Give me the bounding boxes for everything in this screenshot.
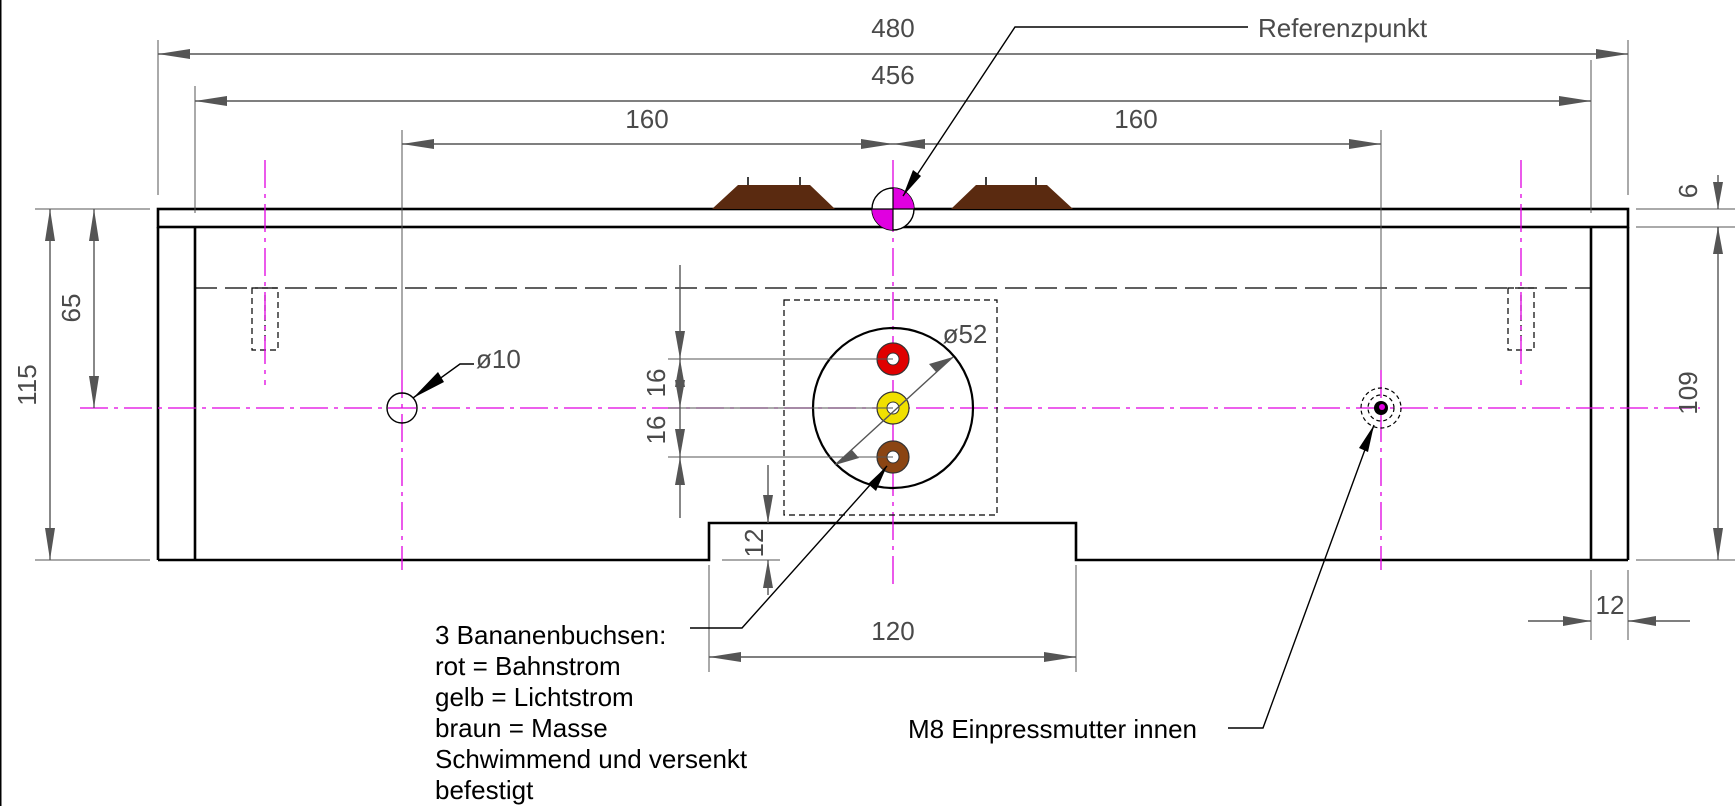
dim-115: 115	[12, 208, 150, 561]
dim-115-label: 115	[12, 364, 42, 405]
dim-109: 109	[1636, 227, 1735, 561]
dim-120-label: 120	[871, 616, 914, 646]
dim-12-notch-label: 12	[739, 529, 769, 558]
reference-point-marker	[871, 187, 915, 231]
dim-160-left-label: 160	[625, 104, 668, 134]
dim-12-wall-label: 12	[1596, 590, 1625, 620]
dim-52: ø52	[834, 319, 988, 466]
dim-456-label: 456	[871, 60, 914, 90]
sockets-note-line-3: gelb = Lichtstrom	[435, 682, 634, 712]
feet	[712, 177, 1073, 209]
dim-480-label: 480	[871, 13, 914, 43]
sockets-note-line-4: braun = Masse	[435, 713, 608, 743]
m8-nut-callout: M8 Einpressmutter innen	[908, 424, 1375, 744]
dim-160-right: 160	[893, 104, 1382, 370]
dim-10: ø10	[412, 344, 521, 399]
dim-6: 6	[1636, 175, 1735, 254]
m8-nut-label: M8 Einpressmutter innen	[908, 714, 1197, 744]
dim-65: 65	[56, 209, 99, 408]
m8-nut	[1360, 387, 1402, 429]
dim-6-label: 6	[1673, 184, 1703, 198]
dim-456: 456	[194, 60, 1592, 213]
dim-52-label: ø52	[943, 319, 988, 349]
dim-16-top-label: 16	[641, 369, 671, 398]
reference-point-callout: Referenzpunkt	[902, 13, 1428, 197]
dim-12-notch: 12	[722, 465, 780, 595]
dim-480: 480	[157, 13, 1629, 195]
reference-point-label: Referenzpunkt	[1258, 13, 1428, 43]
dim-16-bottom-label: 16	[641, 416, 671, 445]
sockets-callout: 3 Bananenbuchsen: rot = Bahnstrom gelb =…	[435, 465, 888, 805]
sockets-note-line-1: 3 Bananenbuchsen:	[435, 620, 666, 650]
dim-109-label: 109	[1673, 371, 1703, 414]
dim-160-right-label: 160	[1114, 104, 1157, 134]
sockets-note-line-6: befestigt	[435, 775, 534, 805]
sockets-note: 3 Bananenbuchsen: rot = Bahnstrom gelb =…	[435, 620, 754, 805]
dim-socket-spacing: 16 16	[641, 265, 893, 518]
dim-160-left: 160	[401, 104, 893, 370]
dim-65-label: 65	[56, 294, 86, 323]
dim-120: 120	[708, 565, 1077, 672]
hole-10	[386, 392, 418, 424]
sockets-note-line-2: rot = Bahnstrom	[435, 651, 621, 681]
dim-12-wall: 12	[1528, 570, 1690, 640]
sockets-note-line-5: Schwimmend und versenkt	[435, 744, 748, 774]
dim-10-label: ø10	[476, 344, 521, 374]
